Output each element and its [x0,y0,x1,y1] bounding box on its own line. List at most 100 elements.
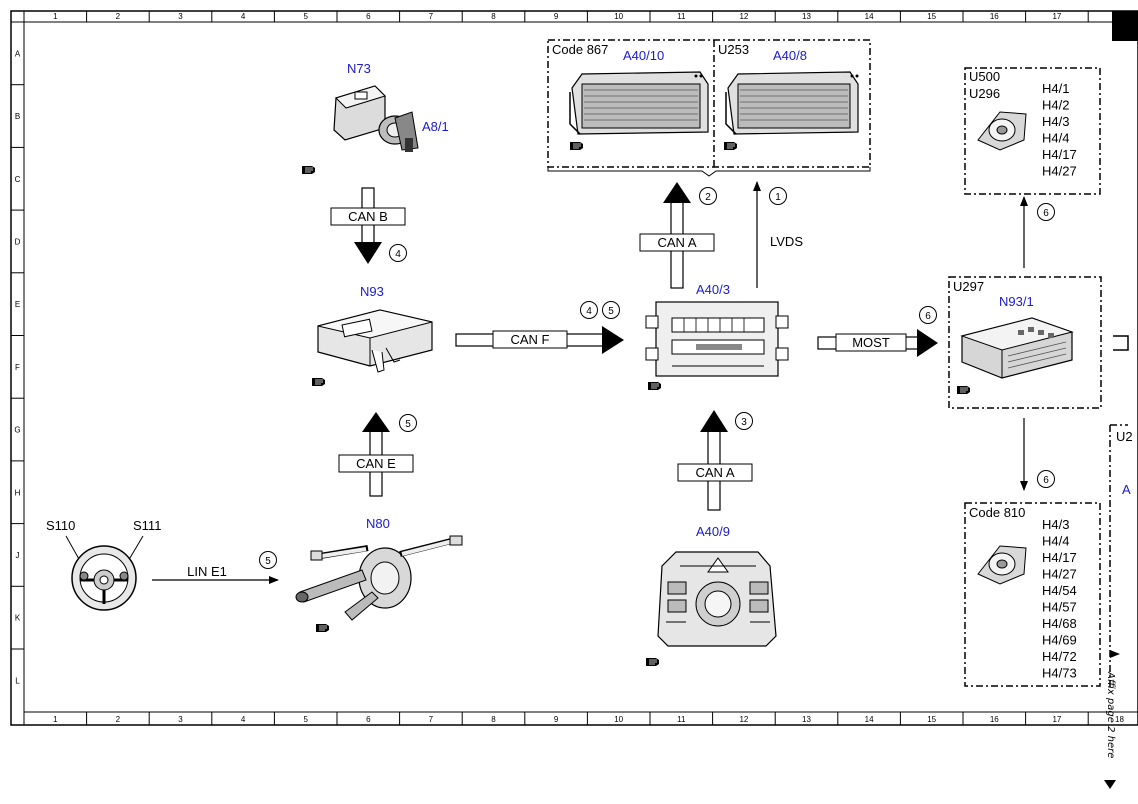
column-number: 15 [927,12,936,21]
row-letter: L [15,676,20,685]
column-number: 1 [53,12,58,21]
s110-label: S110 [46,518,75,533]
a40-9-label: A40/9 [696,524,730,539]
a8-1-label: A8/1 [422,119,449,134]
lvds-label: LVDS [770,234,803,249]
marker-6a: 6 [925,311,931,322]
lin-e1-link: LIN E1 5 [152,551,279,584]
u297-to-top-speakers: 6 [1020,196,1055,268]
display-a40-8-icon [725,71,859,135]
speaker-code: H4/17 [1042,550,1077,565]
reference-hand-icon [957,386,970,394]
speaker-code: H4/54 [1042,583,1077,598]
displays-group: Code 867 A40/10 U253 A40/8 [547,39,871,177]
control-unit-box-icon [317,309,433,373]
n73-ignition-switch: N73 A8/1 [302,61,449,174]
can-f-link: CAN F 4 5 [455,301,624,354]
amplifier-icon [960,317,1074,379]
column-number: 13 [802,715,811,724]
column-number: 5 [303,715,308,724]
a40-10-label: A40/10 [623,48,664,63]
n80-label: N80 [366,516,390,531]
row-letter: A [15,49,21,58]
column-number: 5 [303,12,308,21]
speaker-code: H4/72 [1042,649,1077,664]
a40-3-label: A40/3 [696,282,730,297]
row-letter: C [15,175,21,184]
code-867-label: Code 867 [552,42,608,57]
head-unit-icon [645,301,789,377]
column-number: 12 [739,12,748,21]
reference-hand-icon [312,378,325,386]
code-810-label: Code 810 [969,505,1025,520]
controller-panel-icon [657,551,777,647]
speaker-code: H4/3 [1042,517,1069,532]
speaker-code: H4/57 [1042,600,1077,615]
speakers-bottom-group: Code 810 H4/3H4/4H4/17H4/27H4/54H4/57H4/… [964,502,1101,687]
most-label: MOST [852,335,890,350]
column-number: 11 [677,715,686,724]
can-a-low-link: CAN A 3 [677,410,753,511]
steering-column-switch-icon [295,535,463,621]
lvds-link: LVDS 1 [753,181,803,288]
n93-label: N93 [360,284,384,299]
u253-label: U253 [718,42,749,57]
speaker-code: H4/69 [1042,633,1077,648]
column-number: 16 [990,12,999,21]
marker-1: 1 [775,192,781,203]
right-cutoff-area: U2 A Affix page 2 here [1104,335,1133,789]
marker-2: 2 [705,192,711,203]
u297-group: U297 N93/1 [948,276,1102,409]
u296-label: U296 [969,86,1000,101]
a40-3-head-unit: A40/3 [645,282,789,390]
bottom-speaker-list: H4/3H4/4H4/17H4/27H4/54H4/57H4/68H4/69H4… [1042,517,1077,681]
column-number: 7 [429,715,434,724]
marker-4a: 4 [395,249,401,260]
column-number: 15 [927,715,936,724]
column-number: 16 [990,715,999,724]
column-number: 14 [865,715,874,724]
column-number: 4 [241,715,246,724]
speaker-code: H4/4 [1042,131,1069,146]
drawing-frame [10,10,1138,726]
ignition-lock-icon [333,85,419,152]
column-number: 3 [178,12,183,21]
can-b-label: CAN B [348,209,388,224]
reference-hand-icon [316,624,329,632]
column-number: 13 [802,12,811,21]
marker-5b: 5 [608,306,614,317]
row-letter: D [15,237,21,246]
column-number: 18 [1115,12,1124,21]
s111-label: S111 [133,518,161,533]
can-f-label: CAN F [511,332,550,347]
n73-label: N73 [347,61,371,76]
speaker-code: H4/73 [1042,666,1077,681]
n93-module: N93 [312,284,433,386]
column-number: 11 [677,12,686,21]
n93-1-label: N93/1 [999,294,1034,309]
a40-8-label: A40/8 [773,48,807,63]
corner-tab [1112,11,1138,41]
u500-label: U500 [969,69,1000,84]
column-number: 8 [491,715,496,724]
display-a40-10-icon [569,71,709,135]
steering-wheel-switches: S110 S111 [46,518,161,611]
column-number: 4 [241,12,246,21]
column-number: 9 [554,715,559,724]
column-number: 12 [739,715,748,724]
marker-3: 3 [741,417,747,428]
column-number: 9 [554,12,559,21]
n80-steering-column-module: N80 [295,516,463,632]
row-letter: K [15,614,21,623]
speaker-code: H4/27 [1042,567,1077,582]
marker-5c: 5 [265,556,271,567]
cutoff-a-label: A [1122,482,1131,497]
column-number: 6 [366,12,371,21]
reference-hand-icon [570,142,583,150]
can-a-up-label: CAN A [657,235,696,250]
